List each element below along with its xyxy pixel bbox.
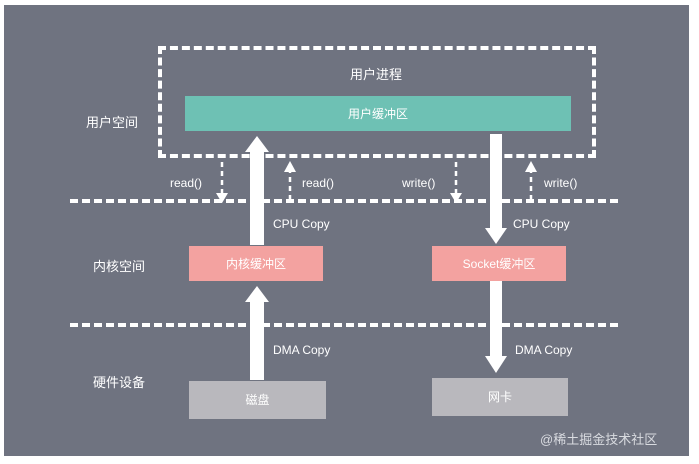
user-process-title: 用户进程 [350, 67, 403, 82]
cpu-copy-label-right: CPU Copy [513, 217, 570, 231]
kernel-buffer: 内核缓冲区 [189, 246, 323, 281]
dma-copy-label-left: DMA Copy [273, 343, 331, 357]
read-label-right: read() [302, 176, 335, 190]
read-label-left: read() [170, 176, 203, 190]
cpu-copy-label-left: CPU Copy [273, 217, 330, 231]
socket-buffer: Socket缓冲区 [432, 246, 566, 281]
watermark-text: @稀土掘金技术社区 [540, 432, 658, 447]
user-buffer: 用户缓冲区 [185, 96, 571, 131]
cpu-copy-down-arrow [485, 134, 507, 244]
user-process-box [158, 46, 596, 158]
layer-label-user-space: 用户空间 [86, 115, 139, 130]
write-call-down-arrow [450, 162, 462, 203]
dma-copy-label-right: DMA Copy [515, 343, 573, 357]
separator-user-kernel [70, 199, 618, 203]
nic-box: 网卡 [432, 378, 568, 416]
read-return-up-arrow [284, 161, 296, 200]
layer-label-kernel-space: 内核空间 [93, 259, 146, 274]
write-label-right: write() [544, 176, 578, 190]
write-return-up-arrow [525, 161, 537, 200]
diagram-frame [4, 5, 689, 456]
write-label-left: write() [402, 176, 436, 190]
layer-label-hardware: 硬件设备 [93, 375, 146, 390]
read-call-down-arrow [216, 162, 228, 203]
disk-box: 磁盘 [189, 381, 326, 419]
dma-copy-down-arrow [485, 281, 507, 373]
cpu-copy-up-arrow [245, 136, 269, 245]
dma-copy-up-arrow [245, 286, 269, 380]
separator-kernel-hardware [70, 323, 618, 327]
